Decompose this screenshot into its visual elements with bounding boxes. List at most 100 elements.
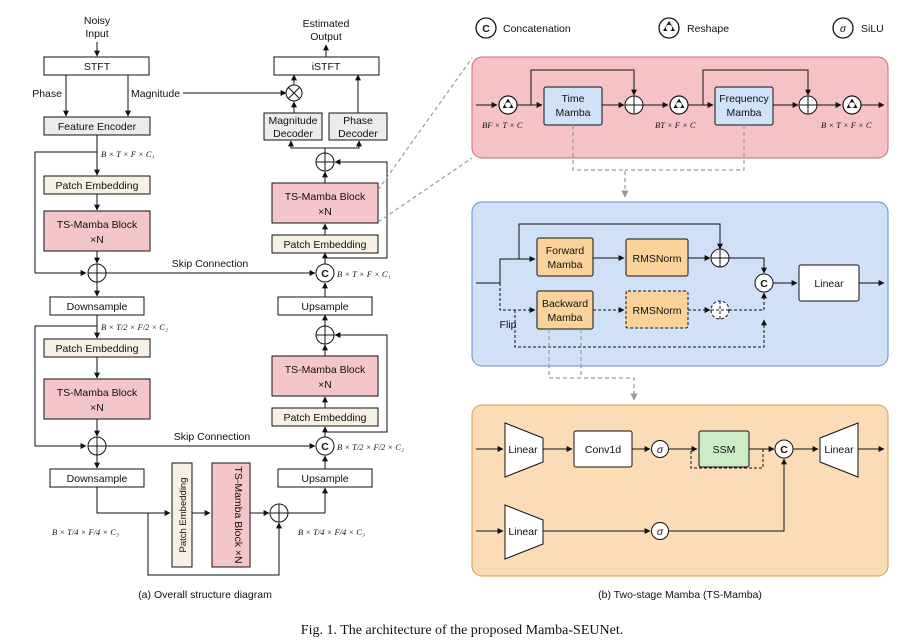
concat-node-2-symbol: C — [321, 441, 329, 453]
figure-caption: Fig. 1. The architecture of the proposed… — [301, 623, 623, 638]
frequency-mamba-line1: Frequency — [719, 93, 769, 105]
concat-dim2-label: B × T/2 × F/2 × C₂ — [337, 442, 404, 452]
linear-trapezoid-2 — [504, 504, 544, 560]
downsample-1-label: Downsample — [67, 301, 128, 313]
ts-mamba-block-3-n: ×N — [318, 379, 332, 391]
silu-node-2: σ — [651, 522, 669, 540]
ssm-label: SSM — [713, 444, 736, 456]
add-node-freq — [798, 95, 818, 115]
flip-label: Flip — [500, 319, 517, 331]
reshape-legend-icon — [658, 17, 680, 39]
feature-encoder-label: Feature Encoder — [58, 121, 137, 133]
reshape-icon-2 — [669, 95, 689, 115]
add-node-1 — [87, 263, 107, 283]
reshape-icon-1 — [498, 95, 518, 115]
bottleneck-patch-embedding — [171, 462, 193, 568]
upsample-1-label: Upsample — [301, 301, 348, 313]
estimated-output-line1: Estimated — [303, 18, 350, 30]
ts-mamba-block-2-n: ×N — [90, 402, 104, 414]
phase-label: Phase — [32, 88, 62, 100]
rmsnorm-1-label: RMSNorm — [633, 253, 682, 265]
concat-node-bimamba: C — [754, 273, 774, 293]
ts-mamba-block-4-n: ×N — [318, 206, 332, 218]
legend: C Concatenation Reshape σ SiLU — [475, 17, 884, 39]
forward-mamba-line1: Forward — [546, 245, 585, 257]
linear-out-label: Linear — [824, 444, 854, 456]
ts-mamba-block-1 — [43, 210, 151, 252]
concat-legend-symbol: C — [482, 23, 490, 35]
add-node-forward — [710, 248, 730, 268]
add-node-4 — [315, 152, 335, 172]
concat-node-mamba-symbol: C — [780, 444, 788, 456]
linear-2-label: Linear — [508, 526, 538, 538]
linear-trapezoid-out — [819, 422, 859, 478]
phase-decoder-line2: Decoder — [338, 128, 378, 140]
ts-mamba-block-4-label: TS-Mamba Block — [285, 191, 366, 203]
linear-blue-label: Linear — [814, 278, 844, 290]
patch-embedding-3-label: Patch Embedding — [284, 412, 367, 424]
backward-mamba-line1: Backward — [542, 298, 588, 310]
concat-node-bimamba-symbol: C — [760, 278, 768, 290]
backward-mamba-line2: Mamba — [547, 312, 582, 324]
ts-mamba-block-4 — [271, 182, 379, 224]
silu-legend-icon: σ — [832, 17, 854, 39]
ts-mamba-block-3 — [271, 355, 379, 397]
noisy-input-line2: Input — [85, 28, 108, 40]
patch-embedding-2-label: Patch Embedding — [56, 343, 139, 355]
ts-mamba-block-2 — [43, 378, 151, 420]
add-node-2 — [87, 436, 107, 456]
bottleneck-patch-label: Patch Embedding — [178, 478, 189, 553]
ts-mamba-block-1-n: ×N — [90, 234, 104, 246]
silu-node-1-symbol: σ — [657, 444, 664, 456]
concat-legend-label: Concatenation — [503, 23, 571, 35]
add-node-bottleneck — [269, 503, 289, 523]
ts-mamba-block-1-label: TS-Mamba Block — [57, 219, 138, 231]
skip-connection-1: Skip Connection — [172, 258, 249, 270]
bottleneck-ts-mamba — [211, 462, 251, 568]
concat-node-1-symbol: C — [321, 268, 329, 280]
skip-connection-2: Skip Connection — [174, 431, 251, 443]
forward-mamba-box — [536, 237, 594, 277]
dim-btfc: BT × F × C — [655, 120, 696, 130]
add-node-backward — [710, 300, 730, 320]
concat-node-2: C — [315, 436, 335, 456]
stft-box — [43, 56, 150, 76]
silu-node-1: σ — [651, 440, 669, 458]
estimated-output-line2: Output — [310, 31, 342, 43]
concat-dim1-label: B × T × F × C₁ — [337, 269, 391, 279]
patch-embedding-4-label: Patch Embedding — [284, 239, 367, 251]
silu-node-2-symbol: σ — [657, 526, 664, 538]
linear-trapezoid-1 — [504, 422, 544, 478]
caption-b: (b) Two-stage Mamba (TS-Mamba) — [598, 589, 762, 601]
reshape-icon-3 — [842, 95, 862, 115]
time-mamba-line1: Time — [562, 93, 585, 105]
dim1-label: B × T × F × C₁ — [101, 149, 155, 159]
dim3-label-right: B × T/4 × F/4 × C₃ — [298, 527, 365, 537]
bottleneck-ts-label: TS-Mamba Block ×N — [232, 466, 244, 563]
ts-mamba-block-3-label: TS-Mamba Block — [285, 364, 366, 376]
conv1d-label: Conv1d — [585, 444, 621, 456]
upsample-2-label: Upsample — [301, 473, 348, 485]
ts-mamba-block-2-label: TS-Mamba Block — [57, 387, 138, 399]
rmsnorm-2-label: RMSNorm — [633, 305, 682, 317]
dim2-label: B × T/2 × F/2 × C₂ — [101, 322, 168, 332]
ts-mamba-panel: BF × T × C Time Mamba BT × F × C Frequen… — [471, 56, 889, 159]
patch-embedding-1-label: Patch Embedding — [56, 180, 139, 192]
dim-btfc-out: B × T × F × C — [821, 120, 872, 130]
magnitude-label: Magnitude — [131, 88, 180, 100]
dim3-label-left: B × T/4 × F/4 × C₃ — [52, 527, 119, 537]
downsample-2-label: Downsample — [67, 473, 128, 485]
concat-legend-icon: C — [475, 17, 497, 39]
add-node-time — [624, 95, 644, 115]
bimamba-panel: Flip Forward Mamba RMSNorm Backward Mamb… — [471, 201, 889, 367]
add-node-3 — [315, 325, 335, 345]
stft-label: STFT — [84, 61, 111, 73]
magnitude-decoder-line1: Magnitude — [268, 115, 317, 127]
multiply-node — [285, 84, 303, 102]
silu-legend-label: SiLU — [861, 23, 884, 35]
overall-structure: Noisy Input STFT Phase Magnitude Feature… — [32, 15, 404, 601]
magnitude-decoder — [263, 112, 323, 141]
phase-decoder-line1: Phase — [343, 115, 373, 127]
linear-1-label: Linear — [508, 444, 538, 456]
